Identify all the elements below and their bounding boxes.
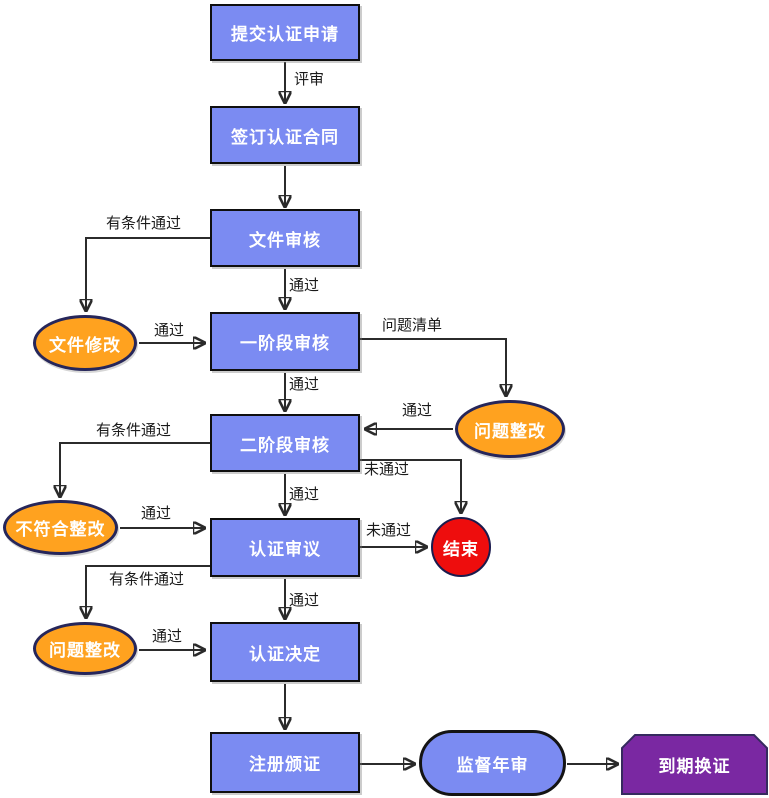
node-submit-application: 提交认证申请 <box>210 4 360 61</box>
node-stage1-audit: 一阶段审核 <box>210 312 360 371</box>
edge-label-review: 评审 <box>294 71 325 88</box>
node-doc-fix: 文件修改 <box>33 315 137 371</box>
node-sign-contract: 签订认证合同 <box>210 106 360 164</box>
edge-label-pass-docfix: 通过 <box>154 322 185 339</box>
node-renewal: 到期换证 <box>621 734 768 795</box>
edge-label-fail-1: 未通过 <box>364 461 410 478</box>
edge-stage1-issuefix <box>360 338 506 395</box>
edge-label-conditional-pass-2: 有条件通过 <box>96 422 172 439</box>
node-register-certify: 注册颁证 <box>210 732 360 793</box>
edge-label-pass-nonconform: 通过 <box>141 505 172 522</box>
edge-label-pass-4: 通过 <box>289 592 320 609</box>
edge-stage2-nonconform <box>60 442 210 496</box>
edge-label-pass-3: 通过 <box>289 486 320 503</box>
edge-docreview-docfix <box>86 237 210 310</box>
edge-label-issue-list: 问题清单 <box>382 317 443 334</box>
edge-label-pass-2: 通过 <box>289 376 320 393</box>
edge-label-pass-issuefix2: 通过 <box>152 628 183 645</box>
node-issue-fix-right: 问题整改 <box>455 400 565 458</box>
node-issue-fix-bottom: 问题整改 <box>33 622 137 675</box>
node-cert-deliberation: 认证审议 <box>210 518 360 577</box>
node-document-review: 文件审核 <box>210 209 360 267</box>
node-cert-decision: 认证决定 <box>210 622 360 682</box>
node-end: 结束 <box>431 517 491 577</box>
edge-label-conditional-pass-3: 有条件通过 <box>109 571 185 588</box>
edge-label-fail-2: 未通过 <box>366 522 412 539</box>
edge-label-conditional-pass-1: 有条件通过 <box>106 215 182 232</box>
node-annual-audit: 监督年审 <box>419 730 566 796</box>
node-nonconform-fix: 不符合整改 <box>3 500 118 555</box>
edge-label-pass-1: 通过 <box>289 277 320 294</box>
node-renewal-label: 到期换证 <box>658 757 731 776</box>
edge-label-pass-issuefix: 通过 <box>402 402 433 419</box>
node-stage2-audit: 二阶段审核 <box>210 414 360 472</box>
renewal-shape <box>621 734 768 795</box>
